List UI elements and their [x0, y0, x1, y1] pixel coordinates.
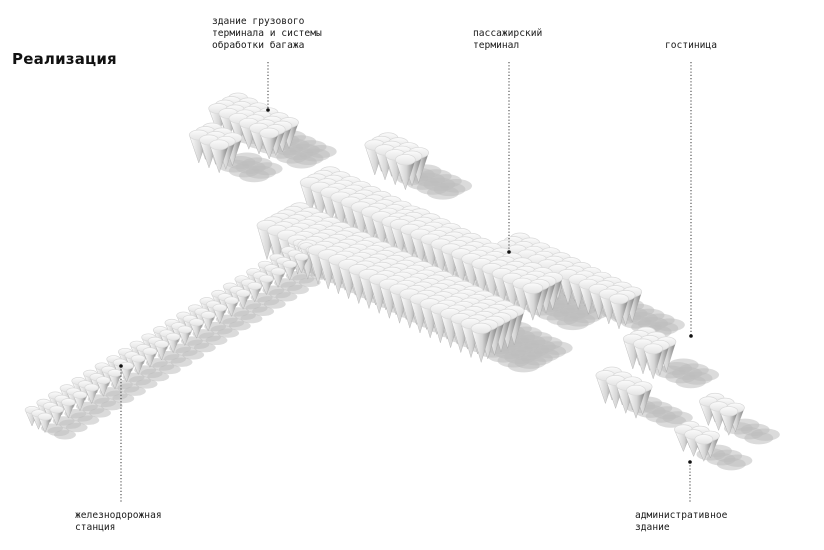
canopy-shadow: [89, 408, 111, 418]
canopy-shadow: [158, 364, 181, 375]
canopy-column: [209, 139, 230, 174]
canopy-column: [37, 412, 53, 433]
canopy-column: [224, 296, 239, 317]
canopy-shadow: [287, 284, 309, 295]
canopy-shadow: [170, 357, 193, 367]
leader-lines: [119, 62, 693, 503]
canopy-column: [72, 390, 88, 412]
canopy-column: [84, 383, 99, 404]
canopy-column: [107, 369, 123, 390]
canopy-column: [294, 252, 309, 274]
canopy-shadow: [147, 371, 170, 382]
canopy-column: [247, 281, 262, 303]
canopy-column: [694, 434, 714, 462]
leader-dot-passenger: [507, 250, 511, 254]
canopy-column: [395, 154, 416, 191]
canopy-column: [177, 325, 193, 346]
canopy-shadow: [507, 358, 540, 373]
canopy-column: [609, 293, 629, 330]
label-railway-station: железнодорожная станция: [75, 510, 162, 533]
canopy-column: [96, 376, 111, 397]
label-hotel: гостиница: [665, 40, 717, 51]
canopy-column: [259, 274, 274, 296]
canopy-shadow: [193, 342, 216, 353]
page-title: Реализация: [12, 50, 117, 68]
canopy-column: [470, 322, 492, 363]
canopy-column: [49, 405, 64, 426]
canopy-column: [626, 384, 646, 419]
canopy-shadow: [716, 457, 746, 471]
canopy-shadow: [252, 306, 275, 317]
canopy-shadow: [65, 422, 88, 433]
canopy-shadow: [112, 393, 135, 404]
canopy-column: [200, 310, 216, 332]
leader-dot-cargo: [266, 108, 270, 112]
label-cargo-terminal: здание грузового терминала и системы обр…: [212, 16, 322, 51]
label-passenger-terminal: пассажирский терминал: [473, 28, 543, 51]
canopy-column: [643, 343, 664, 380]
canopy-column: [235, 289, 251, 310]
canopy-shadow: [275, 292, 298, 302]
canopy-shadow: [205, 335, 228, 346]
canopy-shadow: [123, 386, 146, 396]
canopy-column: [154, 340, 169, 361]
canopy-column: [522, 282, 544, 321]
canopy-columns: [24, 92, 745, 462]
canopy-shadow: [744, 431, 774, 445]
canopy-column: [719, 406, 739, 436]
canopy-shadow: [556, 316, 589, 331]
canopy-shadow: [182, 350, 205, 360]
canopy-shadow: [240, 313, 263, 324]
canopy-column: [282, 260, 297, 281]
canopy-shadow: [54, 430, 76, 440]
canopy-shadow: [100, 401, 123, 411]
leader-dot-admin: [688, 460, 692, 464]
label-admin-building: административное здание: [635, 510, 728, 533]
canopy-shadow: [298, 277, 321, 287]
canopy-column: [212, 303, 227, 325]
canopy-column: [131, 354, 146, 375]
canopy-column: [165, 332, 181, 354]
canopy-column: [270, 267, 286, 288]
leader-dot-hotel: [689, 334, 693, 338]
canopy-column: [142, 347, 158, 368]
canopy-shadow: [217, 328, 240, 338]
canopy-shadow: [426, 186, 459, 200]
canopy-shadow: [135, 379, 158, 389]
canopy-shadow: [675, 375, 706, 389]
canopy-column: [61, 398, 76, 419]
canopy-shadow: [655, 414, 687, 428]
canopy-column: [189, 318, 204, 339]
canopy-column: [259, 127, 280, 160]
canopy-shadow: [263, 299, 286, 309]
canopy-shadow: [77, 415, 100, 425]
canopy-shadow: [286, 155, 317, 169]
canopy-shadow: [228, 321, 251, 331]
leader-dot-railway: [119, 364, 123, 368]
canopy-shadow: [239, 169, 270, 183]
